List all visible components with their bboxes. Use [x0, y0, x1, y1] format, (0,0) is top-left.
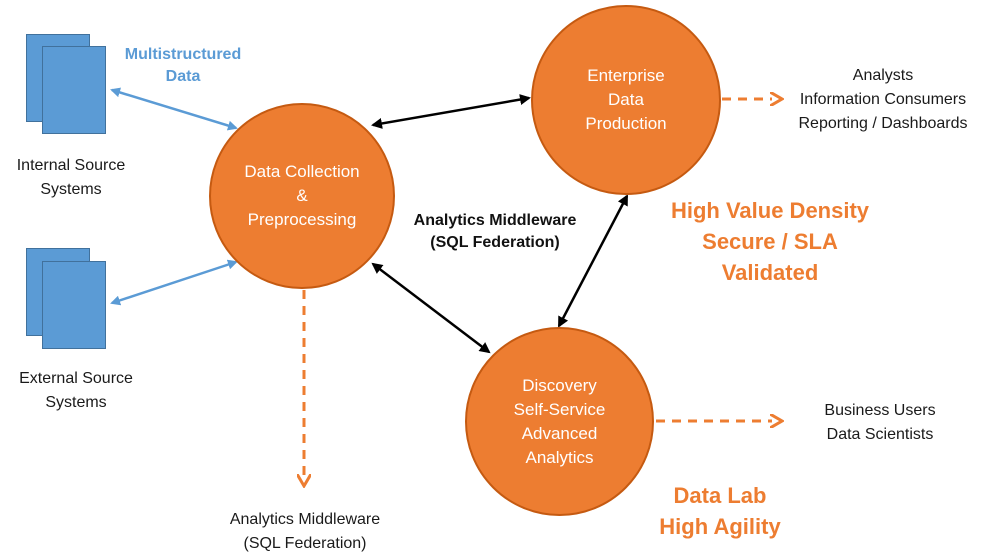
- multistructured-data-label: Multistructured Data: [124, 46, 242, 85]
- external-source-doc-front: [42, 261, 106, 349]
- data-lab-label: Data Lab High Agility: [659, 483, 781, 539]
- enterprise-data-production-node: Enterprise Data Production: [531, 5, 721, 195]
- high-value-density-label: High Value Density Secure / SLA Validate…: [670, 198, 870, 285]
- analytics-middleware-center-label: Analytics Middleware (SQL Federation): [413, 212, 577, 251]
- blue-arrow-external: [110, 259, 238, 306]
- blue-arrow-internal: [110, 87, 238, 131]
- black-arrow-collection-enterprise: [371, 94, 531, 129]
- discovery-analytics-node: Discovery Self-Service Advanced Analytic…: [465, 327, 654, 516]
- black-arrow-collection-discovery: [371, 262, 491, 354]
- data-collection-node: Data Collection & Preprocessing: [209, 103, 395, 289]
- black-arrow-enterprise-discovery: [557, 194, 629, 328]
- internal-source-label: Internal Source Systems: [16, 157, 126, 198]
- analytics-middleware-bottom-label: Analytics Middleware (SQL Federation): [229, 511, 381, 552]
- external-source-label: External Source Systems: [19, 370, 133, 411]
- internal-source-doc-front: [42, 46, 106, 134]
- business-users-label: Business Users Data Scientists: [824, 402, 936, 443]
- consumers-label: Analysts Information Consumers Reporting…: [798, 67, 968, 132]
